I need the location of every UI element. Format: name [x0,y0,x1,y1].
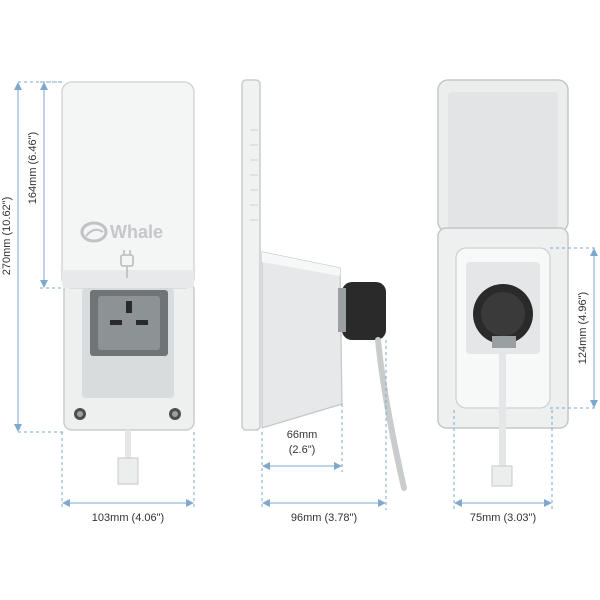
label-height-lid: 164mm (6.46") [27,132,39,204]
label-height-total: 270mm (10.62") [1,197,13,276]
side-plug [342,282,386,340]
front-lid [61,81,195,289]
label-width-socket-plate: 75mm (3.03") [470,512,536,524]
side-lid [241,79,261,431]
label-depth-body-in: (2.6") [289,444,316,456]
front-view: Whale [61,81,195,485]
side-body [261,251,343,429]
dimension-arrowheads [14,82,598,507]
plug-icon [120,250,134,278]
side-cable [375,337,407,491]
open-cable [499,348,506,468]
whale-logo-icon [80,221,108,243]
label-depth-body: 66mm [287,429,318,441]
side-view [241,79,407,491]
dimension-lines [17,81,598,510]
label-depth-total: 96mm (3.78") [291,512,357,524]
front-cable [125,430,131,460]
label-width-front: 103mm (4.06") [92,512,164,524]
cable-connector [117,457,139,485]
cable-connector [491,465,513,487]
label-height-socket-plate: 124mm (4.96") [577,292,589,364]
brand-logo-text: Whale [110,222,163,242]
open-view [437,79,569,487]
